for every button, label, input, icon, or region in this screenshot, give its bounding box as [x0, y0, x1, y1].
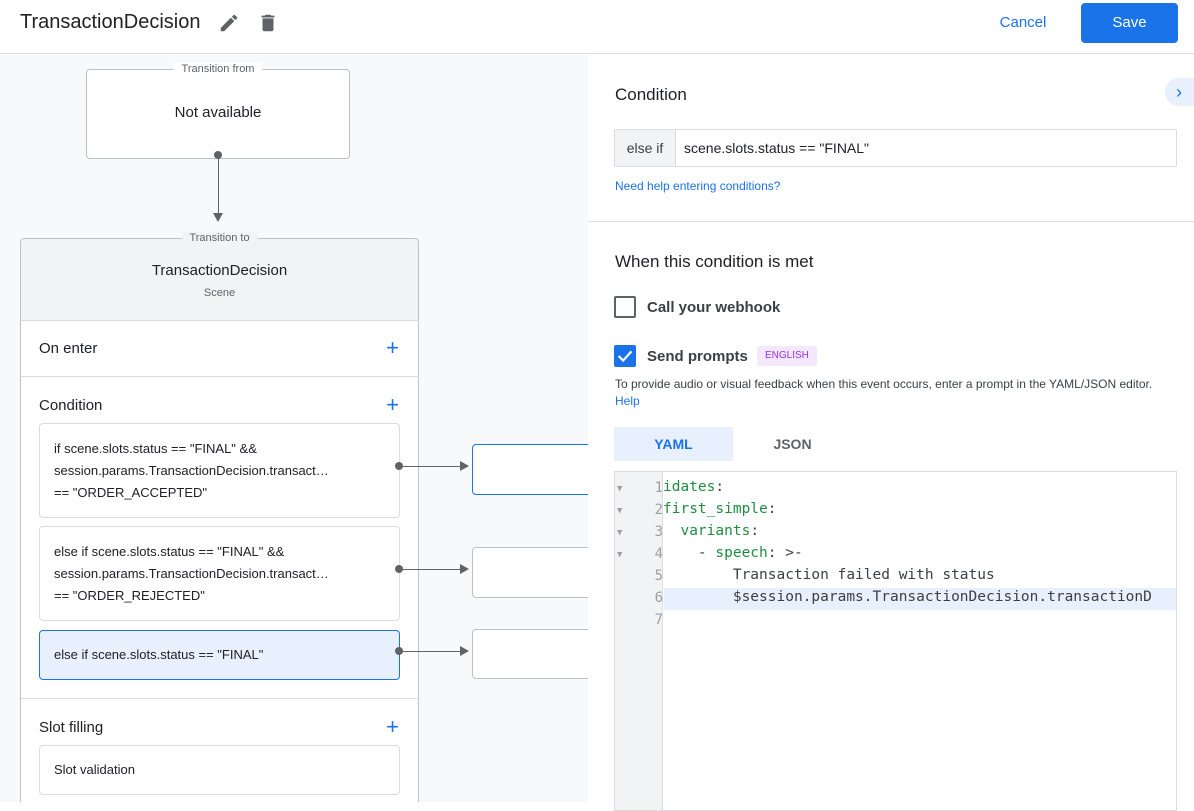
webhook-checkbox[interactable] [614, 296, 636, 318]
prompts-label: Send prompts [647, 348, 748, 365]
transition-to-legend: Transition to [181, 232, 258, 244]
transition-target-box[interactable] [472, 547, 588, 598]
code-line: $session.params.TransactionDecision.tran… [663, 589, 1152, 605]
cancel-button[interactable]: Cancel [999, 14, 1047, 31]
slot-validation-card[interactable]: Slot validation [39, 745, 400, 795]
flow-canvas: Transition from Not available Transition… [0, 55, 588, 802]
arrow-down-icon [213, 213, 223, 222]
code-line: Transaction failed with status [663, 567, 995, 583]
transition-from-value: Not available [174, 104, 262, 121]
prompts-checkbox[interactable] [614, 345, 636, 367]
condition-label: Condition [39, 397, 103, 414]
line-number: 1 [654, 480, 663, 496]
scene-name: TransactionDecision [151, 262, 288, 279]
line-number: 3 [654, 524, 663, 540]
fold-arrow-icon[interactable]: ▼ [617, 550, 623, 560]
condition-text: == "ORDER_REJECTED" [54, 587, 205, 603]
line-number: 6 [654, 590, 663, 606]
condition-card[interactable]: else if scene.slots.status == "FINAL" &&… [39, 526, 400, 621]
slot-validation-label: Slot validation [54, 762, 135, 777]
add-condition-icon[interactable]: + [386, 392, 399, 417]
slot-filling-section: Slot filling + Slot validation [21, 698, 419, 802]
line-number: 2 [654, 502, 663, 518]
scene-type: Scene [203, 287, 236, 299]
help-link[interactable]: Help [615, 394, 640, 408]
line-number: 7 [654, 612, 663, 628]
condition-card-selected[interactable]: else if scene.slots.status == "FINAL" [39, 630, 400, 680]
transition-from-box: Transition from Not available [86, 63, 350, 159]
prompt-description: To provide audio or visual feedback when… [615, 376, 1175, 410]
connector-line [218, 155, 219, 215]
scene-header [21, 239, 418, 320]
condition-input-row: else if scene.slots.status == "FINAL" [614, 129, 1177, 167]
page-title: TransactionDecision [20, 11, 201, 33]
condition-title: Condition [615, 85, 687, 104]
highlight-line [664, 588, 1176, 610]
transition-target-box[interactable] [472, 629, 588, 679]
code-line: idates: [663, 479, 725, 495]
on-enter-label: On enter [39, 340, 98, 357]
trash-icon[interactable] [257, 11, 279, 35]
transition-from-legend: Transition from [173, 63, 263, 75]
met-title: When this condition is met [615, 252, 814, 271]
line-number: 5 [654, 568, 663, 584]
condition-panel: › Condition else if scene.slots.status =… [588, 55, 1194, 811]
code-line: first_simple: [663, 501, 777, 517]
transition-target-box[interactable] [472, 444, 588, 495]
pencil-icon[interactable] [218, 12, 240, 34]
editor-gutter [615, 472, 663, 810]
condition-input[interactable]: scene.slots.status == "FINAL" [684, 140, 870, 156]
code-line: - speech: >- [663, 545, 803, 561]
condition-text: if scene.slots.status == "FINAL" && [54, 440, 257, 456]
yaml-editor[interactable]: ▼ ▼ ▼ ▼ 1 2 3 4 5 6 7 idates: first_simp… [614, 471, 1177, 811]
on-enter-section: On enter + [21, 320, 419, 376]
fold-arrow-icon[interactable]: ▼ [617, 484, 623, 494]
arrow-right-icon [460, 646, 469, 656]
line-number: 4 [654, 546, 663, 562]
condition-card[interactable]: if scene.slots.status == "FINAL" && sessi… [39, 423, 400, 518]
connector-line [399, 466, 461, 467]
condition-text: session.params.TransactionDecision.trans… [54, 565, 329, 581]
header-bar: TransactionDecision Cancel Save [0, 0, 1194, 54]
tab-json[interactable]: JSON [773, 436, 812, 452]
language-badge: ENGLISH [757, 346, 817, 366]
slot-filling-label: Slot filling [39, 719, 104, 736]
condition-text: session.params.TransactionDecision.trans… [54, 462, 329, 478]
add-slot-icon[interactable]: + [386, 714, 399, 739]
check-icon [617, 350, 633, 363]
collapse-panel-button[interactable]: › [1165, 78, 1194, 106]
condition-text: else if scene.slots.status == "FINAL" && [54, 543, 285, 559]
condition-text: else if scene.slots.status == "FINAL" [54, 647, 264, 662]
condition-text: == "ORDER_ACCEPTED" [54, 484, 207, 500]
connector-line [399, 651, 461, 652]
fold-arrow-icon[interactable]: ▼ [617, 528, 623, 538]
fold-arrow-icon[interactable]: ▼ [617, 506, 623, 516]
scene-box: Transition to TransactionDecision Scene … [20, 232, 419, 802]
add-on-enter-icon[interactable]: + [386, 335, 399, 360]
divider [588, 221, 1194, 222]
webhook-label: Call your webhook [647, 299, 781, 316]
condition-prefix: else if [615, 130, 676, 166]
condition-section: Condition + if scene.slots.status == "FI… [21, 376, 419, 698]
help-conditions-link[interactable]: Need help entering conditions? [615, 179, 781, 193]
description-text: To provide audio or visual feedback when… [615, 377, 1153, 391]
arrow-right-icon [460, 564, 469, 574]
connector-line [399, 569, 461, 570]
code-line: variants: [680, 523, 760, 539]
save-button[interactable]: Save [1081, 3, 1178, 43]
arrow-right-icon [460, 461, 469, 471]
tab-yaml[interactable]: YAML [614, 427, 733, 461]
